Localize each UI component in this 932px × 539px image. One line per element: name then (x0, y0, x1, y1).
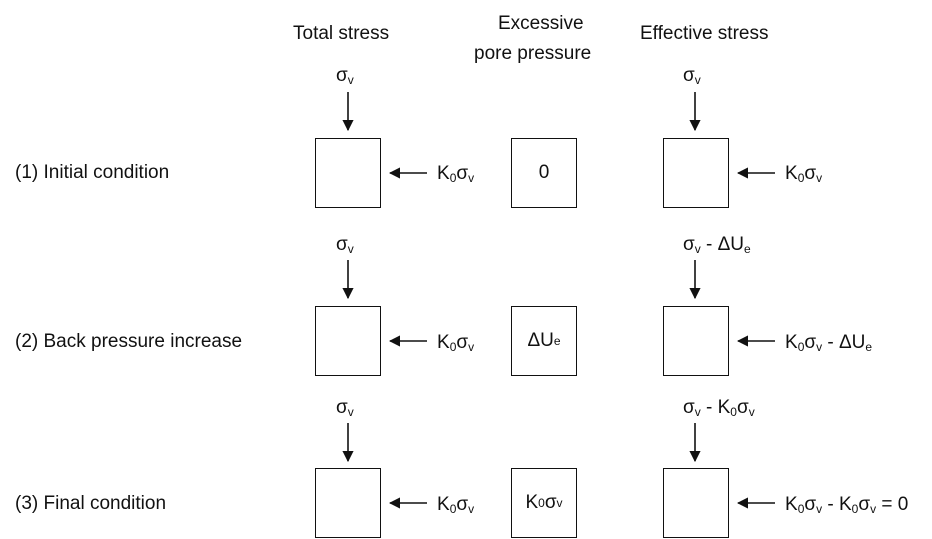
total-vertical-label-3: σv (336, 397, 354, 419)
effective-stress-box-1 (663, 138, 729, 208)
header-total-stress: Total stress (293, 23, 390, 44)
effective-stress-box-2 (663, 306, 729, 376)
total-horizontal-label-1: K0σv (437, 163, 475, 185)
effective-horizontal-label-2: K0σv - ΔUe (785, 332, 873, 354)
total-vertical-label-2: σv (336, 234, 354, 256)
total-stress-box-1 (315, 138, 381, 208)
pore-value-1: 0 (538, 162, 550, 183)
effective-horizontal-label-1: K0σv (785, 163, 823, 185)
effective-stress-box-3 (663, 468, 729, 538)
row-label-back-pressure: (2) Back pressure increase (15, 331, 243, 352)
pore-pressure-box-1 (511, 138, 577, 208)
effective-vertical-label-2: σv - ΔUe (683, 234, 751, 256)
header-pore-pressure-line2: pore pressure (474, 43, 592, 64)
total-stress-box-2 (315, 306, 381, 376)
total-stress-box-3 (315, 468, 381, 538)
row-label-initial: (1) Initial condition (15, 162, 170, 183)
header-pore-pressure-line1: Excessive (498, 13, 584, 34)
header-effective-stress: Effective stress (640, 23, 769, 44)
row-label-final: (3) Final condition (15, 493, 167, 514)
total-horizontal-label-2: K0σv (437, 332, 475, 354)
effective-horizontal-label-3: K0σv - K0σv = 0 (785, 494, 909, 516)
pore-pressure-box-2 (511, 306, 577, 376)
total-horizontal-label-3: K0σv (437, 494, 475, 516)
effective-vertical-label-1: σv (683, 65, 701, 87)
effective-vertical-label-3: σv - K0σv (683, 397, 755, 419)
pore-pressure-box-3 (511, 468, 577, 538)
total-vertical-label-1: σv (336, 65, 354, 87)
